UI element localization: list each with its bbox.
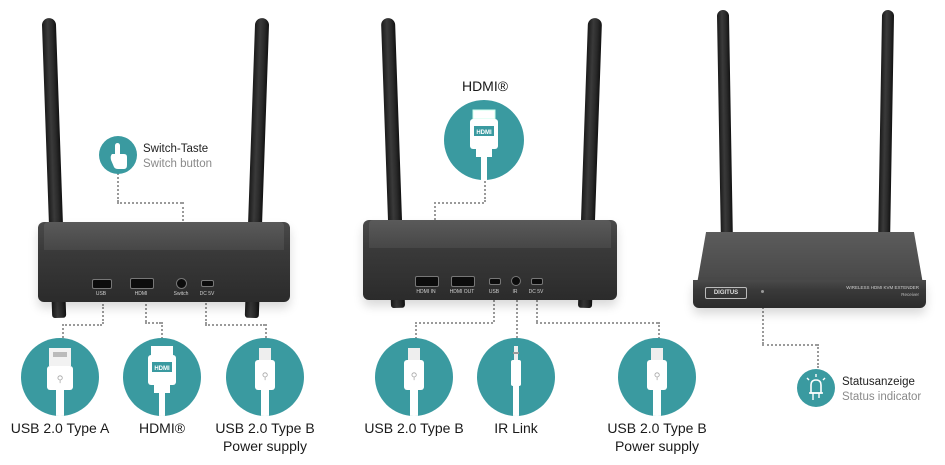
port-label: USB bbox=[488, 289, 500, 295]
receiver-rear-body: HDMI IN HDMI OUT USB IR DC 5V bbox=[363, 220, 617, 300]
usb-a-line bbox=[102, 304, 104, 324]
svg-text:⚲: ⚲ bbox=[654, 372, 661, 382]
usb-b-power-circle: ⚲ bbox=[618, 338, 696, 416]
hdmi-line bbox=[145, 322, 161, 324]
port-label: USB bbox=[95, 291, 107, 297]
hdmi-plug-icon: HDMI bbox=[148, 346, 176, 416]
switch-label-secondary: Switch button bbox=[143, 158, 213, 170]
status-line bbox=[762, 304, 764, 344]
receiver-front-top bbox=[697, 232, 923, 284]
brand-badge: DIGITUS bbox=[705, 287, 747, 299]
usb-a-plug-icon: ⚲ bbox=[47, 348, 73, 416]
model-sub: Receiver bbox=[901, 292, 919, 297]
usb-a-circle: ⚲ bbox=[21, 338, 99, 416]
switch-button[interactable] bbox=[176, 278, 187, 289]
port-label: IR bbox=[512, 289, 518, 295]
status-label-secondary: Status indicator bbox=[842, 391, 922, 403]
hdmi-top-label: HDMI® bbox=[461, 78, 509, 94]
dc-line bbox=[265, 324, 267, 342]
dc-port bbox=[201, 280, 214, 287]
switch-callout-line bbox=[117, 202, 182, 204]
rx-usb-line bbox=[493, 300, 495, 322]
usb-port bbox=[489, 278, 501, 285]
ir-link-circle bbox=[477, 338, 555, 416]
status-line bbox=[817, 344, 819, 368]
usb-a-line bbox=[62, 324, 64, 342]
port-label: HDMI bbox=[134, 291, 148, 297]
port-label: HDMI OUT bbox=[449, 289, 475, 295]
svg-text:HDMI: HDMI bbox=[476, 130, 492, 136]
usb-b-power-circle: ⚲ bbox=[226, 338, 304, 416]
hdmi-line bbox=[161, 322, 163, 342]
hdmi-line bbox=[145, 304, 147, 322]
hdmi-out-port bbox=[451, 276, 475, 287]
model-line: WIRELESS HDMI KVM EXTENDER bbox=[846, 285, 919, 290]
port-label: Switch bbox=[173, 291, 189, 297]
status-callout-circle bbox=[797, 369, 835, 407]
hdmi-plug-icon: HDMI bbox=[470, 109, 498, 180]
hdmi-port bbox=[130, 278, 154, 289]
rx-dc-line bbox=[536, 322, 658, 324]
caption-ir-link: IR Link bbox=[494, 420, 538, 436]
svg-text:HDMI: HDMI bbox=[154, 366, 170, 372]
svg-text:⚲: ⚲ bbox=[262, 372, 269, 382]
hdmi-top-circle: HDMI bbox=[444, 100, 524, 180]
hdmi-in-port bbox=[415, 276, 439, 287]
usb-b-plug-icon: ⚲ bbox=[404, 348, 424, 416]
ir-port bbox=[511, 276, 521, 286]
rx-usb-line bbox=[415, 322, 417, 342]
status-line bbox=[762, 344, 817, 346]
caption-usb-b-power-rx: USB 2.0 Type B bbox=[607, 420, 707, 436]
usb-b-plug-icon: ⚲ bbox=[255, 348, 275, 416]
usb-b-circle: ⚲ bbox=[375, 338, 453, 416]
hdmi-top-line bbox=[434, 202, 484, 204]
rx-dc-line bbox=[536, 300, 538, 322]
led-icon bbox=[806, 374, 826, 400]
usb-b-plug-icon: ⚲ bbox=[647, 348, 667, 416]
caption-usb-b-power-rx-sub: Power supply bbox=[614, 438, 700, 454]
switch-label: Switch-Taste bbox=[143, 143, 209, 155]
antenna bbox=[877, 9, 895, 251]
port-label: HDMI IN bbox=[416, 289, 436, 295]
transmitter-device: USB HDMI Switch DC 5V bbox=[0, 0, 300, 320]
transmitter-body: USB HDMI Switch DC 5V bbox=[38, 222, 290, 302]
caption-hdmi: HDMI® bbox=[138, 420, 186, 436]
status-label: Statusanzeige bbox=[842, 376, 915, 388]
rx-usb-line bbox=[415, 322, 493, 324]
switch-callout-circle bbox=[99, 136, 137, 174]
usb-a-line bbox=[62, 324, 102, 326]
dc-line bbox=[205, 300, 207, 324]
receiver-front-body: DIGITUS WIRELESS HDMI KVM EXTENDER Recei… bbox=[693, 280, 926, 308]
svg-text:⚲: ⚲ bbox=[57, 375, 64, 385]
caption-usb-b-power: USB 2.0 Type B bbox=[215, 420, 315, 436]
dc-port bbox=[531, 278, 543, 285]
usb-port bbox=[92, 279, 112, 289]
caption-usb-b: USB 2.0 Type B bbox=[364, 420, 464, 436]
svg-text:⚲: ⚲ bbox=[411, 372, 418, 382]
rx-ir-line bbox=[516, 300, 518, 342]
hand-pointer-icon bbox=[110, 143, 127, 169]
audio-jack-icon bbox=[511, 346, 521, 416]
receiver-rear-device: HDMI IN HDMI OUT USB IR DC 5V bbox=[0, 0, 620, 320]
receiver-front-device: DIGITUS WIRELESS HDMI KVM EXTENDER Recei… bbox=[693, 9, 926, 308]
dc-line bbox=[205, 324, 265, 326]
antenna bbox=[716, 9, 734, 251]
port-label: DC 5V bbox=[199, 291, 215, 297]
caption-usb-b-power-sub: Power supply bbox=[222, 438, 308, 454]
status-led bbox=[761, 290, 764, 293]
hdmi-circle: HDMI bbox=[123, 338, 201, 416]
caption-usb-a: USB 2.0 Type A bbox=[10, 420, 110, 436]
switch-callout-line bbox=[117, 170, 119, 202]
port-label: DC 5V bbox=[528, 289, 544, 295]
hdmi-top-line bbox=[484, 178, 486, 202]
rx-dc-line bbox=[658, 322, 660, 342]
